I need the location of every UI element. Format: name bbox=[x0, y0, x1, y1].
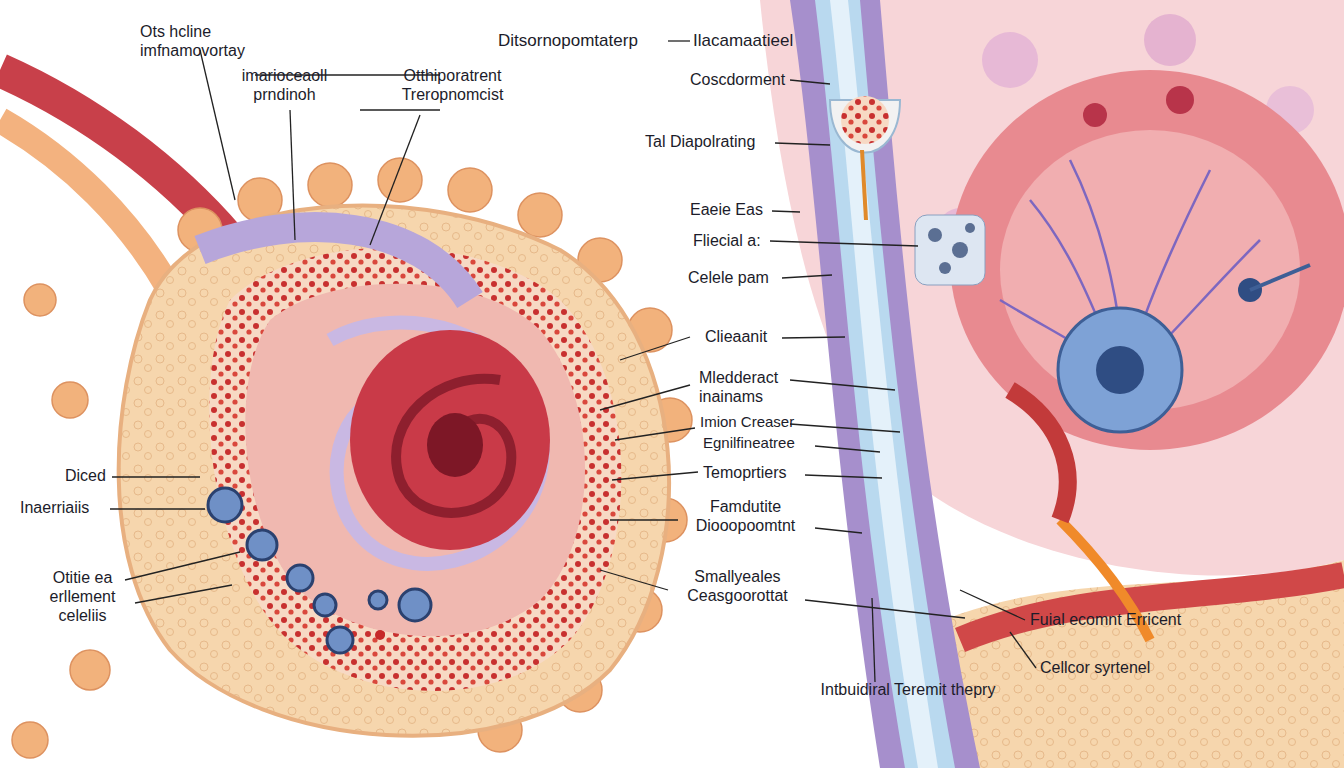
part-label: Ots hcline imfnamovortay bbox=[140, 22, 265, 60]
tissue-cell bbox=[982, 32, 1038, 88]
cell-nucleus bbox=[1096, 346, 1144, 394]
lobule bbox=[24, 284, 56, 316]
blue-cell bbox=[247, 530, 277, 560]
leader-line bbox=[960, 590, 1025, 620]
granule bbox=[928, 228, 942, 242]
blue-cell bbox=[1058, 308, 1182, 432]
lobule bbox=[308, 163, 352, 207]
leader-line bbox=[772, 211, 800, 212]
part-label: imarioceaoll prndinoh bbox=[222, 66, 347, 104]
tissue-cell bbox=[1144, 14, 1196, 66]
leader-line bbox=[290, 110, 295, 240]
blue-cell bbox=[369, 591, 387, 609]
spiral-core bbox=[350, 330, 550, 550]
part-label: Clieaanit bbox=[705, 327, 767, 346]
leader-line bbox=[125, 552, 240, 580]
part-label: Cellcor syrtenel bbox=[1040, 658, 1150, 677]
part-label: Tal Diapolrating bbox=[645, 132, 755, 151]
leader-line bbox=[620, 337, 690, 360]
lavender-band bbox=[200, 227, 470, 300]
speckled-layer bbox=[209, 248, 621, 691]
leader-line bbox=[360, 109, 440, 110]
inner-layer bbox=[245, 284, 585, 637]
granule bbox=[965, 223, 975, 233]
leader-line bbox=[612, 472, 698, 480]
part-label: Celele pam bbox=[688, 268, 769, 287]
leader-line bbox=[775, 143, 830, 145]
part-label: Intbuidiral Teremit thepry bbox=[818, 680, 998, 699]
leader-line bbox=[1010, 632, 1036, 668]
blue-cell bbox=[314, 594, 336, 616]
red-bulb bbox=[1166, 86, 1194, 114]
part-label: Ditsornopomtaterp bbox=[498, 31, 638, 51]
leader-line bbox=[770, 241, 918, 246]
lobule bbox=[448, 168, 492, 212]
leader-line bbox=[815, 528, 862, 533]
leader-line bbox=[600, 570, 668, 590]
leader-line bbox=[112, 476, 200, 477]
red-duct bbox=[1010, 390, 1068, 520]
part-label: Mledderact inainams bbox=[699, 368, 809, 406]
leader-line bbox=[600, 385, 690, 410]
granule bbox=[952, 242, 968, 258]
granule-box bbox=[915, 215, 985, 285]
leader-line bbox=[200, 50, 235, 200]
lobule bbox=[70, 650, 110, 690]
part-label: Imion Creaser bbox=[700, 413, 794, 431]
part-label: Inaerriaiis bbox=[20, 498, 89, 517]
part-label: Famdutite Diooopoomtnt bbox=[678, 497, 813, 535]
blood-vessel bbox=[960, 575, 1344, 640]
leader-line bbox=[790, 80, 830, 84]
part-label: Temoprtiers bbox=[703, 463, 787, 482]
leader-line bbox=[805, 600, 965, 618]
lobule bbox=[378, 158, 422, 202]
part-label: Eaeie Eas bbox=[690, 200, 763, 219]
leader-line bbox=[110, 508, 205, 509]
cup-granules bbox=[841, 96, 889, 144]
leader-line bbox=[790, 424, 900, 432]
leader-line bbox=[135, 585, 232, 603]
leader-line bbox=[782, 337, 845, 338]
part-label: Coscdorment bbox=[690, 70, 785, 89]
tissue-strip bbox=[0, 120, 170, 290]
red-dot bbox=[375, 630, 385, 640]
part-label: Fuial ecomnt Erricent bbox=[1030, 610, 1181, 629]
blue-cell bbox=[208, 488, 242, 522]
leader-line bbox=[610, 519, 678, 520]
part-label: Smallyeales Ceasgoorottat bbox=[670, 567, 805, 605]
part-label: Diced bbox=[65, 466, 106, 485]
granule bbox=[939, 262, 951, 274]
leader-line bbox=[615, 428, 695, 440]
leader-line bbox=[370, 115, 420, 245]
tube-lumen bbox=[830, 0, 938, 768]
red-bulb bbox=[1083, 103, 1107, 127]
tube-outer bbox=[790, 0, 980, 768]
part-label: Otitie ea erllement celeliis bbox=[35, 568, 130, 626]
blue-cell bbox=[399, 589, 431, 621]
leader-line bbox=[668, 40, 690, 41]
spiral-fold bbox=[396, 379, 511, 513]
part-label: Otthiporatrent Treropnomcist bbox=[385, 66, 520, 104]
leader-line bbox=[805, 475, 882, 478]
part-label: Ilacamaatieel bbox=[693, 31, 793, 51]
leader-line bbox=[782, 275, 832, 278]
leader-line bbox=[815, 446, 880, 452]
part-label: Fliecial a: bbox=[693, 231, 761, 250]
cup-stem bbox=[862, 150, 866, 220]
part-label: Egnilfineatree bbox=[703, 434, 795, 452]
blue-cell bbox=[287, 565, 313, 591]
leader-line bbox=[872, 598, 875, 682]
blue-cell bbox=[327, 627, 353, 653]
organ-oval bbox=[119, 206, 669, 736]
probe bbox=[1250, 265, 1310, 290]
lobule bbox=[518, 193, 562, 237]
spiral-center bbox=[427, 413, 483, 477]
lobule bbox=[52, 382, 88, 418]
leader-line bbox=[790, 380, 895, 390]
lobule bbox=[12, 722, 48, 758]
